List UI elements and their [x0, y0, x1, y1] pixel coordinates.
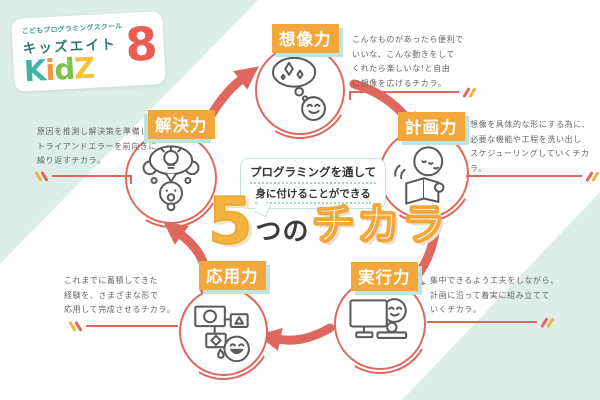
- headline-counter: つの: [255, 217, 310, 247]
- logo-letter-k: K: [23, 53, 47, 89]
- ability-label-application: 応用力: [199, 261, 266, 290]
- school-logo: こどもプログラミングスクール キッズエイト K i d Z 8: [11, 11, 166, 92]
- execution-icon: [349, 298, 408, 339]
- ability-label-solving: 解決力: [148, 110, 215, 139]
- application-icon: [193, 305, 250, 362]
- ability-description-execution: 集中できるよう工夫をしながら、 計画に沿って着実に組み立てて いくチカラ。: [430, 276, 559, 314]
- center-headline: 5 つの チカラ: [207, 185, 448, 260]
- logo-letter-d: d: [53, 51, 75, 87]
- ability-label-planning: 計画力: [398, 112, 465, 141]
- headline-number-5: 5: [207, 185, 253, 260]
- arrow-execution-to-application: [257, 323, 335, 351]
- bubble-line-1: プログラミングを通して: [250, 164, 377, 184]
- decorative-rule-solving: [34, 170, 132, 184]
- logo-name-latin: K i d Z: [23, 50, 125, 89]
- decorative-rule-execution: [427, 316, 555, 328]
- center-speech-bubble: プログラミングを通して 身に付けることができる: [240, 158, 387, 218]
- decorative-rule-planning: [466, 170, 600, 182]
- ability-circle-execution: [334, 278, 426, 370]
- imagination-icon: [271, 56, 326, 121]
- ability-description-imagination: こんなものがあったら便利で いいな、こんな動きをして くれたら楽しいな!と自由 …: [352, 35, 464, 88]
- headline-power-word: チカラ: [312, 200, 448, 250]
- ability-description-planning: 想像を具体的な形にする為に、 必要な機能や工程を洗い出し スケジューリングしてい…: [470, 120, 591, 173]
- logo-digit-8: 8: [124, 16, 159, 73]
- ability-description-application: これまでに蓄積してきた 経験を、さまざまな形で 応用して完成させるチカラ。: [64, 276, 176, 314]
- ability-circle-imagination: [255, 45, 345, 135]
- ability-circle-solving: [125, 132, 217, 224]
- ability-description-solving: 原因を推測し解決策を準備して トライアンドエラーを前向きに 繰り返すチカラ。: [37, 127, 158, 165]
- ability-circle-planning: [379, 129, 469, 219]
- logo-letter-z: Z: [73, 50, 95, 86]
- decorative-rule-imagination: [349, 86, 477, 100]
- ability-label-execution: 実行力: [351, 262, 418, 291]
- ability-circle-application: [179, 287, 268, 376]
- decorative-rule-application: [68, 320, 178, 332]
- bubble-line-2: 身に付けることができる: [250, 186, 376, 204]
- ability-label-imagination: 想像力: [272, 24, 339, 53]
